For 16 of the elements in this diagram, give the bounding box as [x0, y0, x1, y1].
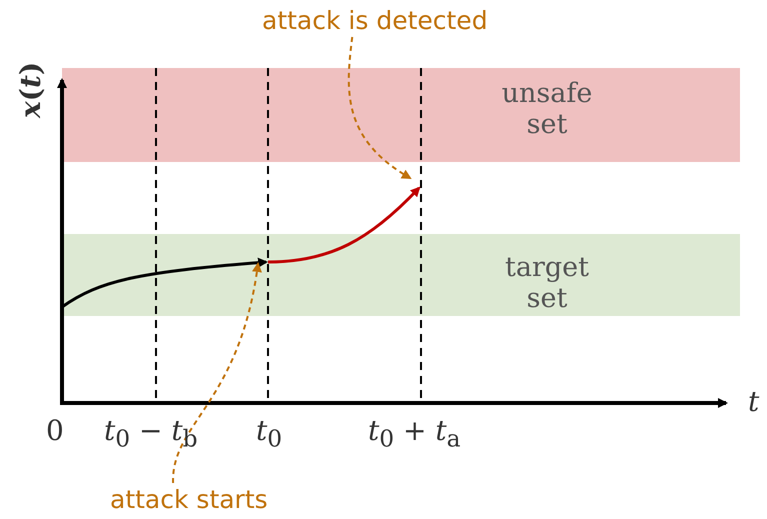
tick-label: t$_{0}$ + t$_{a}$: [368, 414, 461, 453]
unsafe-set-band: [62, 68, 740, 162]
target-set-band: [62, 234, 740, 316]
band-label: target set: [504, 252, 590, 314]
leader-arrow: [348, 36, 412, 180]
tick-label: t$_{0}$: [256, 414, 282, 453]
trajectory-curve: [61, 258, 268, 308]
tick-label: 0: [46, 414, 64, 447]
axis-label: t: [748, 385, 760, 418]
tick-label: t$_{0}$ − t$_{b}$: [104, 414, 198, 453]
band-label: unsafe set: [500, 78, 594, 140]
leader-arrow: [172, 262, 262, 484]
axis-label: x(t): [14, 62, 47, 118]
trajectory-curve: [268, 186, 420, 264]
annotation-text: attack starts: [110, 485, 268, 514]
annotation-text: attack is detected: [262, 6, 488, 35]
